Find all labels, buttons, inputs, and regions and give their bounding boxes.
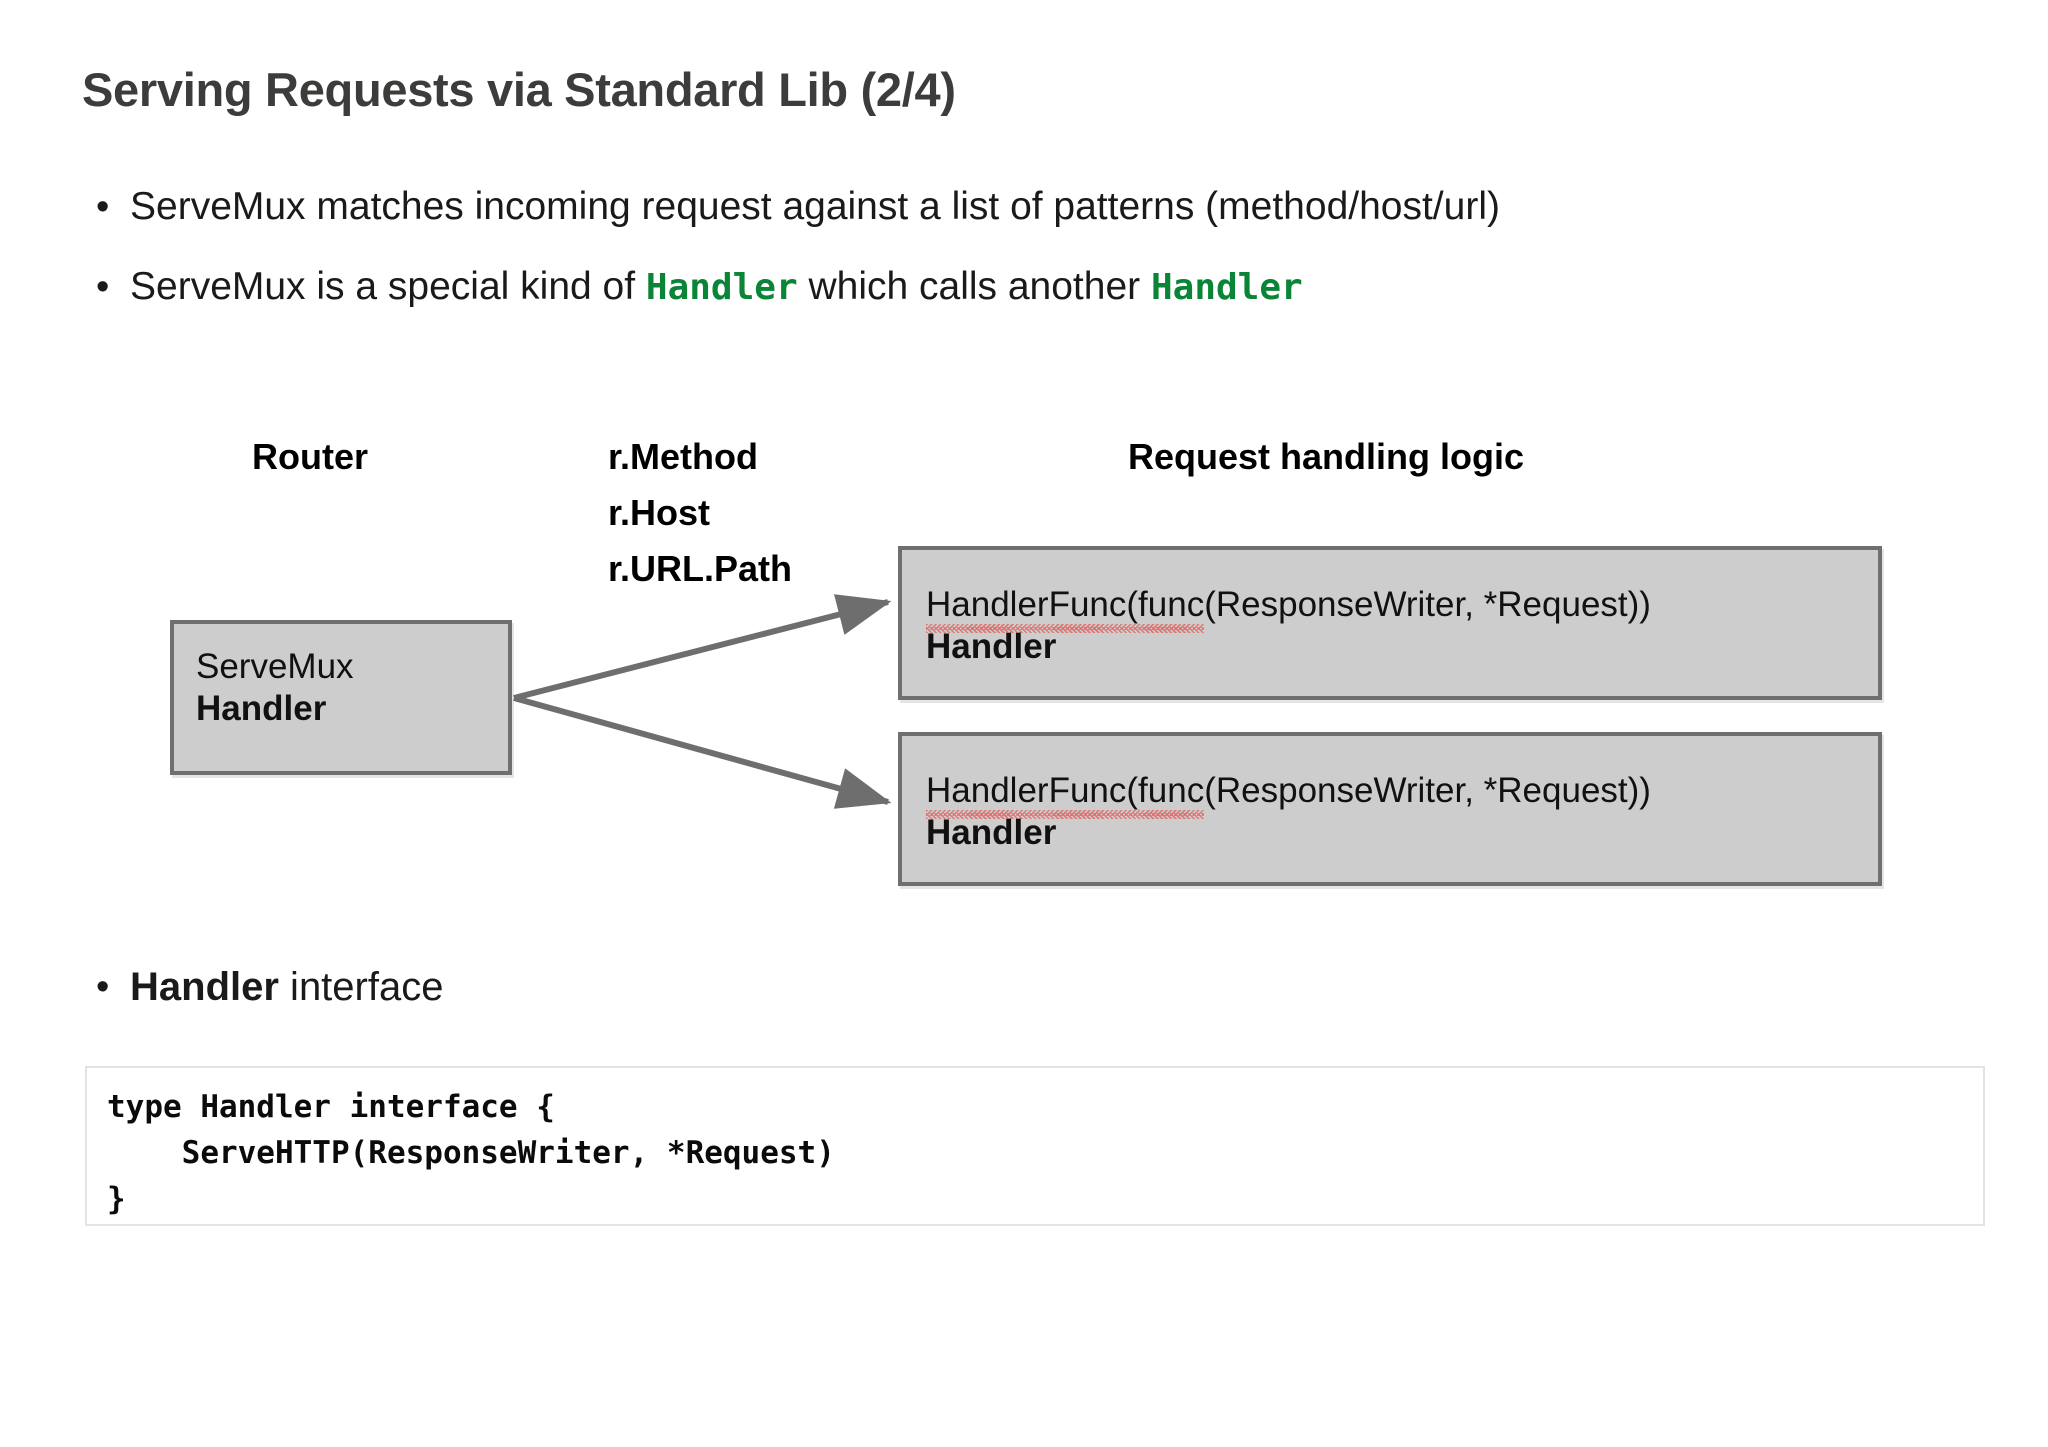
bullet-marker-icon: • (96, 266, 110, 308)
handler-box-interface-name: Handler (926, 813, 1057, 852)
handler-box: HandlerFunc(func(ResponseWriter, *Reques… (898, 732, 1882, 886)
spellcheck-underlined-text: HandlerFunc(func (926, 771, 1205, 819)
code-line: } (107, 1181, 126, 1217)
code-token-handler: Handler (1150, 267, 1303, 308)
bullet-marker-icon: • (96, 966, 110, 1008)
bullet-text-bold-part: Handler (130, 965, 279, 1009)
arrow-to-handler-2 (513, 695, 892, 809)
handler-box: HandlerFunc(func(ResponseWriter, *Reques… (898, 546, 1882, 700)
bullet-text: Handler interface (130, 960, 443, 1014)
diagram-label-r-host: r.Host (608, 492, 711, 533)
top-bullet-list: • ServeMux matches incoming request agai… (96, 180, 1956, 341)
handler-box-interface-name: Handler (926, 627, 1057, 666)
spellcheck-underlined-text: HandlerFunc(func (926, 585, 1205, 633)
handler-box-signature: HandlerFunc(func(ResponseWriter, *Reques… (926, 770, 1878, 819)
code-token-handler: Handler (645, 267, 798, 308)
servemux-box: ServeMux Handler (170, 620, 512, 775)
bullet-text: ServeMux is a special kind of Handler wh… (130, 260, 1303, 315)
servemux-box-line-2: Handler (196, 689, 327, 728)
bullet-text: ServeMux matches incoming request agains… (130, 185, 1500, 228)
bullet-text-part: ServeMux is a special kind of (130, 265, 646, 308)
list-item: • ServeMux matches incoming request agai… (96, 180, 1956, 234)
diagram-label-r-method: r.Method (608, 436, 758, 477)
handler-box-signature: HandlerFunc(func(ResponseWriter, *Reques… (926, 584, 1878, 633)
list-item: • Handler interface (96, 960, 443, 1014)
diagram-heading-router: Router (252, 436, 368, 477)
bullet-text-part: which calls another (797, 265, 1151, 308)
page-title: Serving Requests via Standard Lib (2/4) (82, 63, 956, 116)
bullet-text-part: interface (278, 965, 444, 1009)
diagram-label-r-url-path: r.URL.Path (608, 548, 793, 589)
code-line: type Handler interface { (107, 1089, 555, 1125)
architecture-diagram: Router r.Method r.Host r.URL.Path Reques… (0, 420, 2048, 940)
list-item: • ServeMux is a special kind of Handler … (96, 260, 1956, 315)
diagram-heading-request-handling-logic: Request handling logic (1128, 436, 1525, 477)
lower-bullet-list: • Handler interface (96, 960, 443, 1040)
bullet-marker-icon: • (96, 186, 110, 228)
arrow-to-handler-1 (513, 594, 892, 701)
handler-box-signature-rest: (ResponseWriter, *Request)) (1204, 585, 1651, 624)
code-line: ServeHTTP(ResponseWriter, *Request) (107, 1135, 835, 1171)
handler-box-signature-rest: (ResponseWriter, *Request)) (1204, 771, 1651, 810)
code-block: type Handler interface { ServeHTTP(Respo… (85, 1066, 1985, 1226)
servemux-box-line-1: ServeMux (196, 647, 354, 686)
